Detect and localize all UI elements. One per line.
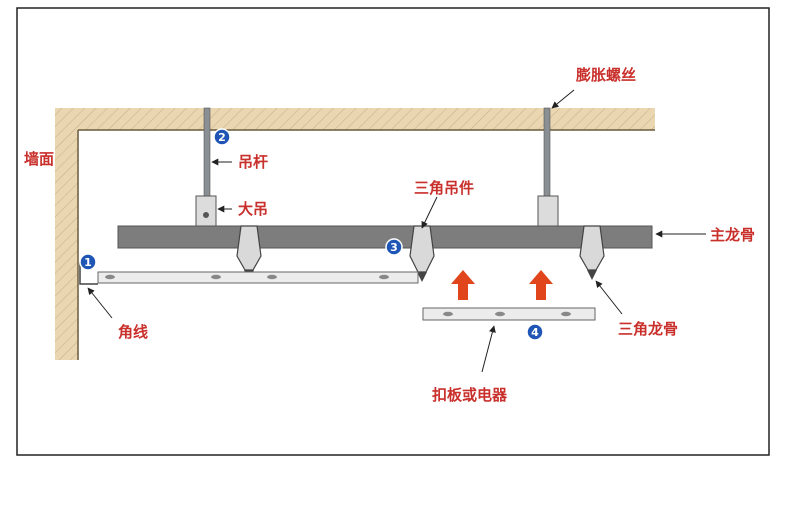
rod-left <box>203 107 211 205</box>
strip-slot <box>105 274 115 280</box>
svg-text:1: 1 <box>84 256 92 269</box>
label-panel: 扣板或电器 <box>432 386 508 404</box>
corner-line <box>79 262 98 285</box>
loose-panel <box>422 307 596 321</box>
label-main-keel: 主龙骨 <box>710 226 755 244</box>
leader-expansion-bolt <box>551 89 575 109</box>
triangle-hanger-3 <box>579 225 605 271</box>
label-expansion-bolt: 膨胀螺丝 <box>576 66 636 84</box>
marker-3: 3 <box>385 238 403 256</box>
svg-text:3: 3 <box>390 241 398 254</box>
panel-slot <box>561 311 571 317</box>
leader-triangle-keel <box>595 280 623 315</box>
strip-slot <box>267 274 277 280</box>
marker-4: 4 <box>526 323 544 341</box>
label-corner-line: 角线 <box>118 323 148 341</box>
strip-slot <box>211 274 221 280</box>
ceiling-slab <box>55 108 655 130</box>
panel-slot <box>495 311 505 317</box>
leader-corner-line <box>87 287 113 319</box>
svg-text:2: 2 <box>218 131 226 144</box>
label-triangle-keel: 三角龙骨 <box>618 320 678 338</box>
svg-text:4: 4 <box>531 326 539 339</box>
up-arrow-icon <box>451 270 475 300</box>
marker-2: 2 <box>213 128 231 146</box>
label-rod: 吊杆 <box>238 153 268 171</box>
label-triangle-hanger: 三角吊件 <box>414 179 474 197</box>
rod-right <box>543 107 551 205</box>
wall-body <box>55 108 78 360</box>
panel-slot <box>443 311 453 317</box>
strip-slot <box>379 274 389 280</box>
label-wall: 墙面 <box>24 150 54 168</box>
main-keel <box>117 225 653 249</box>
ceiling-panel-strip <box>97 271 419 284</box>
leader-panel <box>481 325 496 373</box>
triangle-hanger-1 <box>236 225 262 271</box>
label-hanger: 大吊 <box>238 200 268 218</box>
triangle-keel-tip-3 <box>587 270 597 280</box>
marker-1: 1 <box>79 253 97 271</box>
triangle-keel-tip-2 <box>417 272 427 282</box>
up-arrow-icon <box>529 270 553 300</box>
leader-triangle-hanger <box>421 196 438 229</box>
hanger-left-hole <box>203 212 209 218</box>
